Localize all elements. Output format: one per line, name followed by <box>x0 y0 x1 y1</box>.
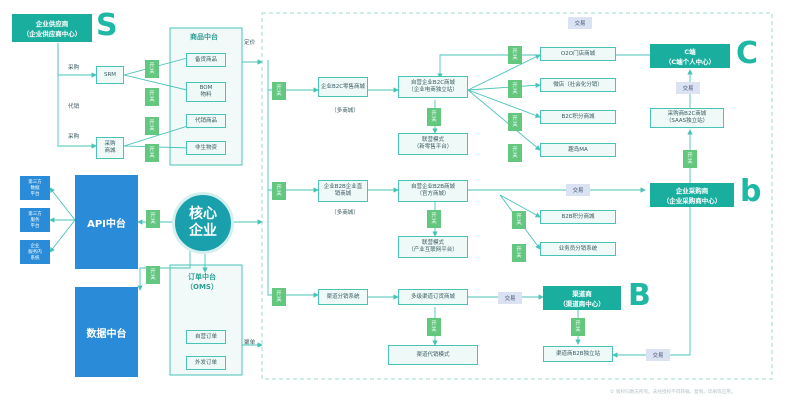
c-end-letter: C <box>736 36 759 71</box>
switch[interactable]: 开 关 <box>512 211 526 229</box>
channel-resale: 渠道代销模式 <box>388 345 478 365</box>
b2b-channel: B2B积分商城 <box>540 210 616 224</box>
label-resale: 代销 <box>68 104 80 110</box>
switch[interactable]: 开 关 <box>145 60 159 78</box>
trade-badge: 交易 <box>646 349 670 361</box>
switch[interactable]: 开 关 <box>146 266 160 284</box>
pricing-label: 定价 <box>244 40 256 46</box>
b2b-union: 联营模式 （产业互联网平台） <box>398 236 468 258</box>
switch[interactable]: 开 关 <box>146 210 160 228</box>
switch[interactable]: 开 关 <box>512 244 526 262</box>
switch[interactable]: 开 关 <box>427 108 441 126</box>
order-item: 自营订单 <box>186 330 226 344</box>
third-party-service: 第三方 服务 平台 <box>20 208 50 232</box>
trade-badge: 交易 <box>498 292 522 304</box>
switch[interactable]: 开 关 <box>145 144 159 162</box>
switch[interactable]: 开 关 <box>508 113 522 131</box>
switch[interactable]: 开 关 <box>272 182 286 200</box>
c-end-box: C端 （C端个人中心） <box>650 44 730 68</box>
b2c-channel: 微店（社会化分销） <box>540 78 616 92</box>
label-purchase-2: 采购 <box>68 134 80 140</box>
aggregate-label: 聚单 <box>244 340 256 346</box>
switch[interactable]: 开 关 <box>272 82 286 100</box>
saas-site: 采购商B2C商城 （SAAS独立站） <box>650 108 724 128</box>
switch[interactable]: 开 关 <box>145 88 159 106</box>
dealer-letter: B <box>628 278 651 313</box>
enterprise-internal: 企业 服务内 系统 <box>20 240 50 264</box>
switch[interactable]: 开 关 <box>571 318 585 336</box>
b2c-mall: 企业B2C零售商城 <box>318 77 368 97</box>
api-center: API中台 <box>75 175 138 269</box>
b2b-channel: 业务员分销系统 <box>540 242 616 256</box>
srm-box: SRM <box>96 66 124 84</box>
switch[interactable]: 开 关 <box>508 144 522 162</box>
buyer-box: 企业采购商 （企业采购商中心） <box>650 183 734 207</box>
switch[interactable]: 开 关 <box>145 117 159 135</box>
channel-distribution: 渠道分销系统 <box>318 289 368 305</box>
switch[interactable]: 开 关 <box>508 46 522 64</box>
product-item: 代销商品 <box>186 114 226 128</box>
switch[interactable]: 开 关 <box>427 210 441 228</box>
b2c-channel: 趣岛MA <box>540 143 616 157</box>
label-purchase-1: 采购 <box>68 65 80 71</box>
b2c-sub: （多商城） <box>331 108 359 114</box>
buyer-letter: b <box>740 174 762 209</box>
product-center-title: 商品中台 <box>190 33 218 41</box>
trade-badge: 交易 <box>568 17 592 29</box>
trade-badge: 交易 <box>676 82 700 94</box>
third-party-data: 第三方 数据 平台 <box>20 176 50 200</box>
dealer-b2b-site: 渠道商B2B独立站 <box>543 346 613 362</box>
b2b-sub: （多商城） <box>331 210 359 216</box>
switch[interactable]: 开 关 <box>508 80 522 98</box>
b2b-mall: 企业B2B企业直 销商城 <box>318 180 368 202</box>
supplier-letter: S <box>96 8 118 43</box>
order-item: 外发订单 <box>186 356 226 370</box>
b2c-self-mall: 自营企业B2C商城 （企业电商独立站） <box>398 76 468 98</box>
product-item: 非生物资 <box>186 141 226 155</box>
b2c-channel: O2O门店商城 <box>540 47 616 61</box>
b2c-union: 联营模式 （新零售平台） <box>398 133 468 155</box>
product-item: 备货商品 <box>186 53 226 67</box>
core-enterprise: 核心 企业 <box>172 192 234 254</box>
data-center: 数据中台 <box>75 287 138 377</box>
product-item: BOM 物料 <box>186 82 226 102</box>
switch[interactable]: 开 关 <box>272 288 286 306</box>
b2b-self-mall: 自营企业B2B商城 （官方商城） <box>398 180 468 202</box>
footer-copyright: © 版权归数夫所有。未经授权不得转载、复制。印刷等应用。 <box>610 390 736 395</box>
b2c-channel: B2C积分商城 <box>540 110 616 124</box>
procure-mall-box: 采购 商城 <box>96 137 124 159</box>
switch[interactable]: 开 关 <box>427 318 441 336</box>
supplier-box: 企业供应商 （企业供应商中心） <box>12 14 92 42</box>
order-center-title: 订单中台 （OMS） <box>186 273 218 291</box>
switch[interactable]: 开 关 <box>683 150 697 168</box>
trade-badge: 交易 <box>566 184 590 196</box>
dealer-box: 渠道商 （渠道商中心） <box>543 286 621 310</box>
channel-order-mall: 多级渠道订货商城 <box>398 289 468 305</box>
